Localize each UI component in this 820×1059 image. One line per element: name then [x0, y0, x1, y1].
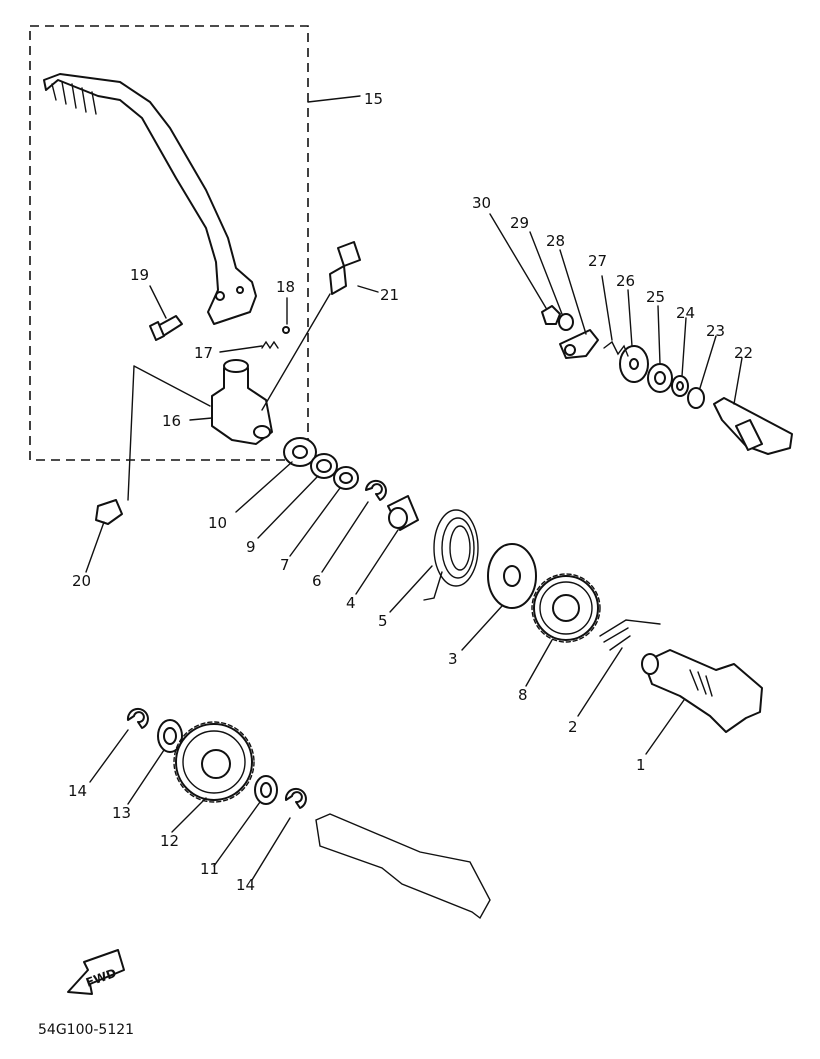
callout-9: 9	[246, 538, 256, 556]
callout-25: 25	[646, 288, 665, 306]
kick-axle-1	[641, 649, 763, 733]
callout-19: 19	[130, 266, 149, 284]
bolt-21	[329, 241, 361, 295]
callout-17: 17	[194, 344, 213, 362]
circlip-14-upper	[126, 707, 149, 729]
callout-20: 20	[72, 572, 91, 590]
callout-21: 21	[380, 286, 399, 304]
diagram-code-label: 54G100-5121	[38, 1022, 134, 1038]
washer-23	[687, 387, 705, 409]
kick-boss-16	[211, 359, 273, 445]
callout-15: 15	[364, 90, 383, 108]
bolt-19	[149, 315, 183, 341]
fwd-arrow-icon: FWD	[67, 949, 125, 995]
callout-11: 11	[200, 860, 219, 878]
callout-29: 29	[510, 214, 529, 232]
clip-2	[599, 619, 661, 651]
callout-6: 6	[312, 572, 322, 590]
callout-4: 4	[346, 594, 356, 612]
washer-29	[558, 313, 574, 331]
callout-28: 28	[546, 232, 565, 250]
callout-10: 10	[208, 514, 227, 532]
callout-24: 24	[676, 304, 695, 322]
callout-14-lower: 14	[236, 876, 255, 894]
callout-23: 23	[706, 322, 725, 340]
circlip-14-lower	[284, 787, 307, 809]
callout-16: 16	[162, 412, 181, 430]
kick-lever-assembly-box	[29, 25, 309, 461]
circlip-6	[365, 479, 387, 501]
pin-20	[95, 499, 123, 525]
callout-30: 30	[472, 194, 491, 212]
spring-17	[261, 340, 279, 350]
torsion-spring-5	[423, 509, 479, 601]
callout-5: 5	[378, 612, 388, 630]
callout-7: 7	[280, 556, 290, 574]
plate-washer-3	[487, 543, 537, 609]
kick-axle-22	[713, 397, 793, 455]
callout-13: 13	[112, 804, 131, 822]
nut-30	[541, 305, 561, 325]
callout-2: 2	[568, 718, 578, 736]
callout-18: 18	[276, 278, 295, 296]
kick-gear-8	[531, 573, 601, 643]
ball-18	[282, 326, 290, 334]
reference-shaft	[315, 813, 491, 920]
callout-14-upper: 14	[68, 782, 87, 800]
callout-22: 22	[734, 344, 753, 362]
bush-4	[387, 495, 419, 531]
callout-8: 8	[518, 686, 528, 704]
kick-lever	[43, 73, 257, 325]
idle-gear-12	[173, 721, 255, 803]
callout-3: 3	[448, 650, 458, 668]
spring-27	[603, 340, 629, 357]
callout-27: 27	[588, 252, 607, 270]
plate-28	[559, 329, 599, 359]
callout-12: 12	[160, 832, 179, 850]
callout-1: 1	[636, 756, 646, 774]
callout-26: 26	[616, 272, 635, 290]
